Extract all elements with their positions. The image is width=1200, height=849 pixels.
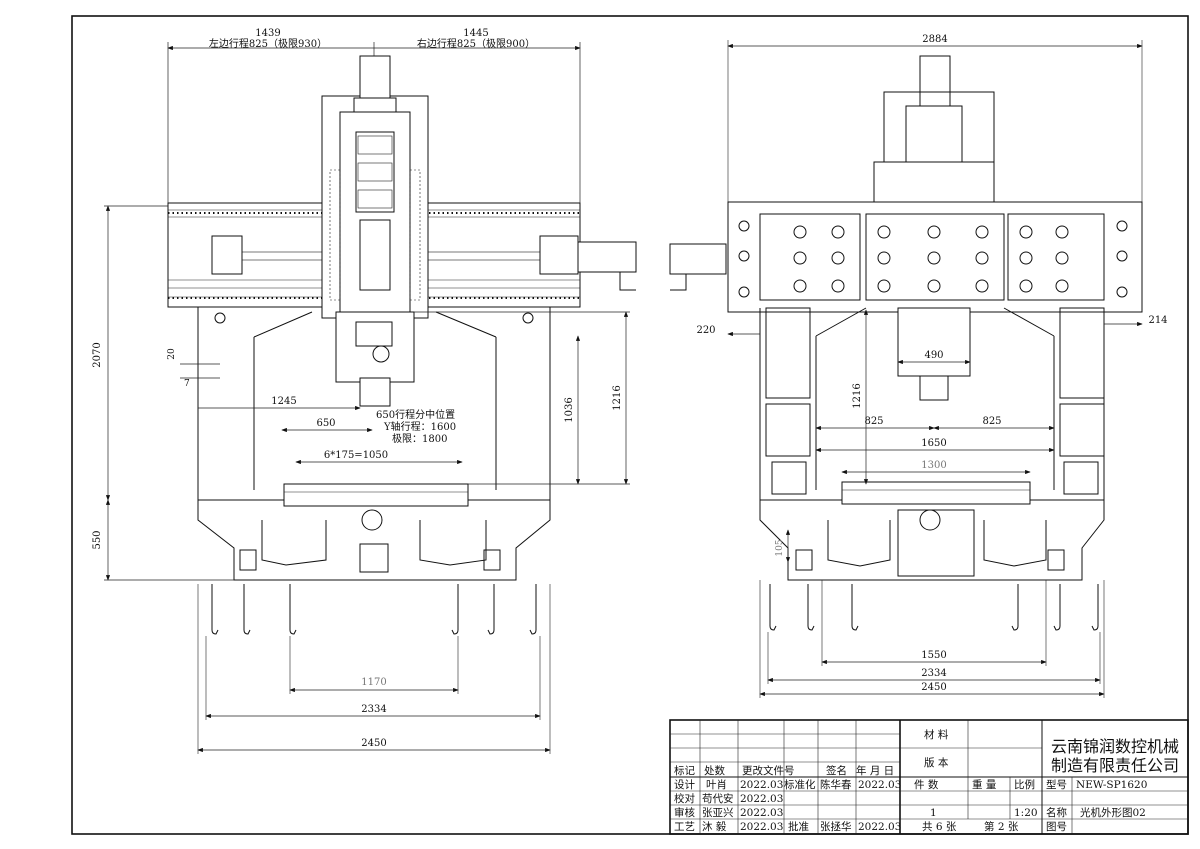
dim-825-left: 825 [864,416,883,427]
dim-490: 490 [924,350,943,361]
side-saddle [873,161,995,203]
row-name: 张亚兴 [702,807,734,819]
dim-1300: 1300 [921,460,946,471]
row-name: 苟代安 [702,792,734,805]
dim-220: 220 [696,325,715,336]
row-role: 设计 [674,778,695,791]
row-date2: 2022.03 [858,821,901,833]
model-value: NEW-SP1620 [1076,779,1147,791]
dim-1170: 1170 [361,677,386,688]
row-date: 2022.03 [740,807,783,819]
dim-20: 20 [167,348,177,360]
side-z-motor [919,55,951,107]
x-servo-motor [577,241,637,273]
y-ballscrew-end [361,509,383,531]
dim-1245: 1245 [271,396,296,407]
mid-note-2: Y轴行程：1600 [383,420,456,433]
row-role2: 标准化 [784,778,816,791]
scale-label: 比例 [1014,778,1035,791]
screw-bearing-right [539,235,579,275]
row-name2: 陈华春 [820,778,852,791]
rev-header-count: 处数 [704,764,725,777]
dim-550: 550 [92,530,103,549]
dim-1650: 1650 [921,438,946,449]
count-label: 件 数 [914,778,939,791]
worktable [283,483,469,507]
company-line-2: 制造有限责任公司 [1051,756,1179,775]
dim-1445: 1445 [463,28,488,39]
dim-2884: 2884 [922,34,947,45]
rev-header-file: 更改文件号 [742,764,795,777]
dim-slots: 6*175=1050 [324,450,388,461]
right-travel-label: 右边行程825（极限900） [417,37,535,50]
dim-2070: 2070 [92,342,103,367]
dim-2450-front: 2450 [361,738,386,749]
mid-note-1: 650行程分中位置 [376,408,455,421]
dim-1216: 1216 [612,385,623,410]
company-line-1: 云南锦润数控机械 [1051,737,1179,756]
dim-825-right: 825 [982,416,1001,427]
sheet-number: 第 2 张 [984,820,1019,833]
side-view: 2884 [669,34,1168,698]
machine-base [197,500,551,581]
row-date: 2022.03 [740,793,783,805]
spindle-nose [359,377,391,407]
row-date: 2022.03 [740,779,783,791]
dim-105: 105 [775,539,785,556]
name-label: 名称 [1046,806,1068,819]
title-block: 材 料 版 本 云南锦润数控机械 制造有限责任公司 件 数 重 量 比例 型号 … [669,719,1189,835]
mid-note-3: 极限：1800 [392,432,447,445]
drawing-no-label: 图号 [1046,821,1067,833]
row-name: 叶肖 [706,778,727,791]
row-date2: 2022.03 [858,779,901,791]
dim-650: 650 [316,418,335,429]
rev-header-date: 年 月 日 [856,764,894,777]
side-base [759,500,1105,581]
side-x-motor [669,243,727,275]
dim-2450-side: 2450 [921,682,946,693]
row-role: 校对 [674,792,695,805]
drawing-frame [71,15,1189,835]
row-role2: 批准 [788,820,809,833]
dim-1550: 1550 [921,650,946,661]
material-label: 材 料 [924,728,949,741]
model-label: 型号 [1046,778,1067,791]
side-crossbeam [727,201,1143,313]
row-date: 2022.03 [740,821,783,833]
dim-1216-side: 1216 [852,383,863,408]
side-worktable [841,481,1031,505]
row-name: 沐 毅 [702,820,727,833]
dim-2334-front: 2334 [361,704,386,715]
rev-header-mark: 标记 [674,765,695,777]
dim-1036: 1036 [564,397,575,422]
dim-2334-side: 2334 [921,668,946,679]
saddle [321,95,429,319]
dim-7: 7 [184,379,190,389]
row-role: 审核 [674,806,695,819]
front-view: 1439 左边行程825（极限930） 1445 右边行程825（极限900） … [92,28,637,754]
screw-bearing-left [211,235,243,275]
spindle-head [335,311,415,383]
dim-214: 214 [1148,315,1167,326]
crossbeam-holes [738,220,1128,298]
row-role: 工艺 [674,821,695,833]
left-travel-label: 左边行程825（极限930） [209,37,327,50]
name-value: 光机外形图02 [1080,806,1146,819]
dim-1439: 1439 [255,28,280,39]
weight-label: 重 量 [972,778,997,791]
version-label: 版 本 [924,756,949,769]
side-ballscrew-end [919,509,941,531]
count-value: 1 [930,807,937,819]
rev-header-sign: 签名 [826,764,847,777]
sheets-total: 共 6 张 [922,821,957,833]
row-name2: 张拯华 [820,820,852,833]
side-spindle-head [897,307,971,377]
scale-value: 1:20 [1014,807,1038,819]
